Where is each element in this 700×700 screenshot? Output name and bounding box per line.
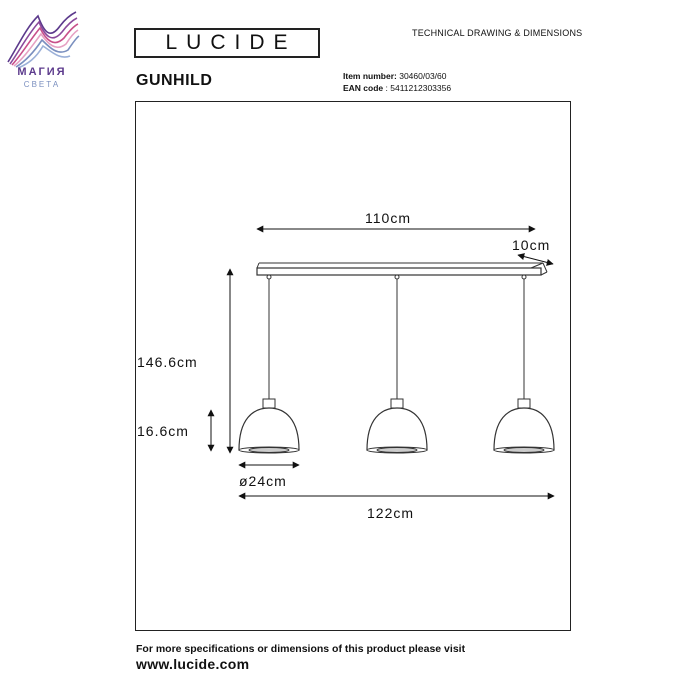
dim-line-bar-depth	[517, 253, 554, 266]
pendant-lamp-left	[238, 274, 300, 454]
footer-note: For more specifications or dimensions of…	[136, 643, 466, 655]
pendant-lamp-right	[493, 274, 555, 454]
dim-label-bar-length: 110cm	[365, 210, 411, 226]
document-title: TECHNICAL DRAWING & DIMENSIONS	[412, 28, 583, 38]
item-number: Item number: 30460/03/60	[343, 71, 447, 81]
product-name: GUNHILD	[136, 72, 213, 89]
ean-code-label: EAN code	[343, 83, 384, 93]
technical-drawing: 110cm 10cm 146.6cm 16.6cm ø24c	[137, 210, 555, 521]
logo-mark	[4, 6, 80, 69]
dim-label-total-width: 122cm	[367, 505, 414, 521]
dim-label-shade-diameter: ø24cm	[239, 473, 287, 489]
dim-label-shade-height: 16.6cm	[137, 423, 189, 439]
logo-sub-text: СВЕТА	[23, 80, 61, 89]
dim-label-total-height: 146.6cm	[137, 354, 198, 370]
lucide-logo: LUCIDE	[134, 28, 320, 58]
drawing-frame	[135, 101, 571, 631]
ean-code: EAN code : 5411212303356	[343, 83, 451, 93]
ceiling-bar	[256, 267, 542, 276]
logo-brand-text: МАГИЯ	[17, 66, 67, 78]
dim-label-bar-depth: 10cm	[512, 237, 550, 253]
ean-code-value: : 5411212303356	[385, 83, 452, 93]
pendant-lamp-middle	[366, 274, 428, 454]
footer-website-link[interactable]: www.lucide.com	[136, 656, 250, 672]
item-number-label: Item number:	[343, 71, 397, 81]
item-number-value: 30460/03/60	[399, 71, 447, 81]
